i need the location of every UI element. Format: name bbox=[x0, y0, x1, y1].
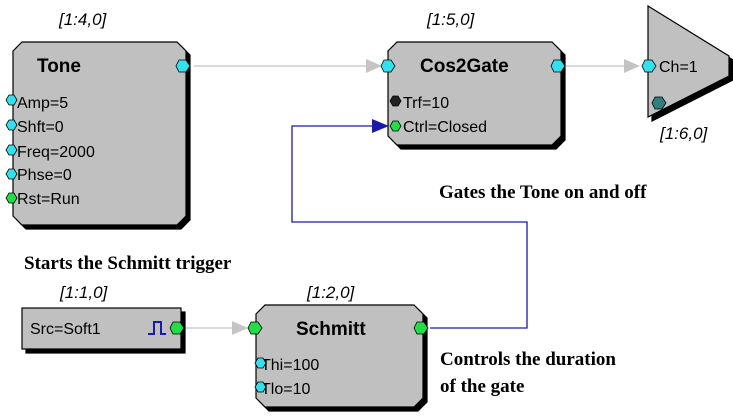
cos2gate-coord: [1:5,0] bbox=[426, 10, 476, 29]
note-controls-duration-line2: of the gate bbox=[440, 376, 524, 397]
dac-out-input-port[interactable] bbox=[641, 59, 657, 73]
arrowhead-tone-to-cos2gate bbox=[366, 59, 382, 73]
schmitt-output-port[interactable] bbox=[413, 321, 429, 335]
tone-amp-port[interactable] bbox=[5, 94, 18, 106]
cos2gate-block[interactable]: [1:5,0] Cos2Gate Trf=10 Ctrl=Closed bbox=[380, 10, 566, 146]
tone-param-freq: Freq=2000 bbox=[17, 144, 95, 161]
arrowhead-schmitt-to-ctrl bbox=[372, 119, 389, 133]
schmitt-thi-port[interactable] bbox=[254, 357, 267, 369]
schmitt-tlo-port[interactable] bbox=[254, 381, 267, 393]
cos2gate-trf-port[interactable] bbox=[389, 95, 402, 107]
tone-param-rst: Rst=Run bbox=[17, 191, 80, 208]
dac-out-coord: [1:6,0] bbox=[659, 124, 709, 143]
wire-schmitt-to-ctrl bbox=[291, 125, 528, 329]
schmitt-title: Schmitt bbox=[296, 319, 366, 340]
tone-body[interactable] bbox=[12, 41, 187, 226]
dac-out-aux-port[interactable] bbox=[651, 96, 667, 110]
schmitt-ports[interactable] bbox=[247, 321, 429, 393]
tone-ports[interactable] bbox=[5, 59, 191, 204]
tone-rst-port[interactable] bbox=[5, 192, 18, 204]
schmitt-body[interactable] bbox=[255, 304, 424, 408]
tone-params: Amp=5 Shft=0 Freq=2000 Phse=0 Rst=Run bbox=[17, 95, 95, 208]
softtrig-output-port[interactable] bbox=[169, 321, 185, 335]
cos2gate-title: Cos2Gate bbox=[420, 56, 509, 77]
cos2gate-param-ctrl: Ctrl=Closed bbox=[403, 119, 487, 136]
cos2gate-output-port[interactable] bbox=[550, 59, 566, 73]
annotations: Gates the Tone on and off Starts the Sch… bbox=[24, 182, 647, 397]
tone-param-phse: Phse=0 bbox=[17, 167, 72, 184]
tone-output-port[interactable] bbox=[175, 59, 191, 73]
tone-block[interactable]: [1:4,0] Tone Amp=5 Shft=0 Freq=2000 Phse… bbox=[5, 10, 191, 226]
note-controls-duration-line1: Controls the duration bbox=[440, 349, 616, 370]
cos2gate-input-port[interactable] bbox=[380, 59, 396, 73]
wires bbox=[186, 59, 640, 335]
arrowhead-softtrig-to-schmitt bbox=[232, 321, 248, 335]
cos2gate-param-trf: Trf=10 bbox=[403, 95, 449, 112]
note-gates-tone: Gates the Tone on and off bbox=[439, 182, 647, 203]
cos2gate-body[interactable] bbox=[387, 41, 562, 146]
schmitt-param-thi: Thi=100 bbox=[261, 357, 319, 374]
cos2gate-ports[interactable] bbox=[380, 59, 566, 132]
tone-coord: [1:4,0] bbox=[58, 10, 108, 29]
tone-title: Tone bbox=[37, 56, 81, 77]
pulse-icon bbox=[148, 321, 166, 335]
tone-param-shft: Shft=0 bbox=[17, 119, 64, 136]
softtrig-coord: [1:1,0] bbox=[59, 283, 109, 302]
note-starts-schmitt: Starts the Schmitt trigger bbox=[24, 253, 232, 274]
schmitt-block[interactable]: [1:2,0] Schmitt Thi=100 Tlo=10 bbox=[247, 283, 429, 408]
tone-shft-port[interactable] bbox=[5, 119, 18, 131]
schmitt-input-port[interactable] bbox=[247, 321, 263, 335]
cos2gate-ctrl-port[interactable] bbox=[389, 120, 402, 132]
schmitt-param-tlo: Tlo=10 bbox=[261, 381, 310, 398]
tone-param-amp: Amp=5 bbox=[17, 95, 68, 112]
dac-out-label: Ch=1 bbox=[659, 59, 698, 76]
tone-freq-port[interactable] bbox=[5, 144, 18, 156]
tone-phse-port[interactable] bbox=[5, 168, 18, 180]
dac-out-body[interactable] bbox=[647, 4, 730, 118]
dac-out-block[interactable]: Ch=1 [1:6,0] bbox=[641, 4, 730, 143]
softtrig-block[interactable]: [1:1,0] Src=Soft1 bbox=[21, 283, 185, 350]
schmitt-coord: [1:2,0] bbox=[306, 283, 356, 302]
arrowhead-cos2gate-to-dac bbox=[624, 59, 640, 73]
softtrig-label: Src=Soft1 bbox=[30, 321, 101, 338]
